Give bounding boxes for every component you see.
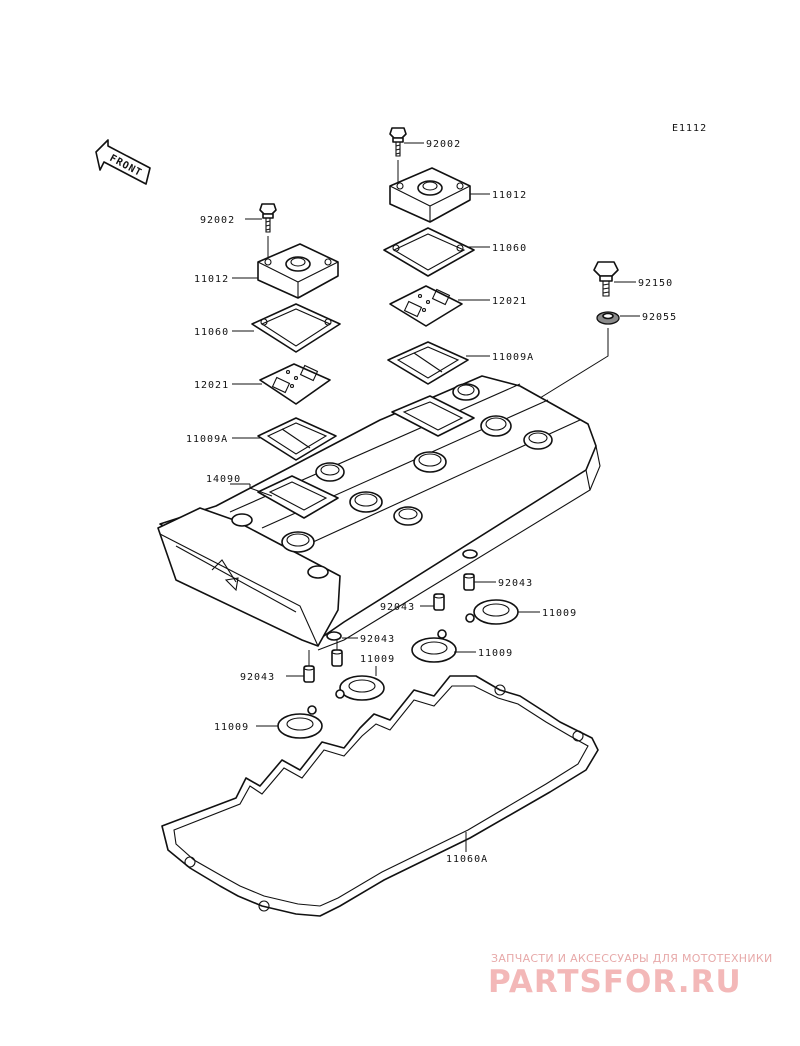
callout-cover-gasket: 11060A xyxy=(446,854,488,865)
gasket-1009a-left-icon xyxy=(257,417,337,461)
washer-92055-icon xyxy=(596,311,620,325)
callout-bolt-right: 92002 xyxy=(426,139,461,150)
cover-left-icon xyxy=(257,243,339,299)
gasket-1009a-right-icon xyxy=(387,341,469,385)
dowel-4-icon xyxy=(303,665,315,683)
plate-left-icon xyxy=(259,363,331,405)
callout-dowel-1: 92043 xyxy=(498,578,533,589)
bolt-92150-icon xyxy=(593,261,619,297)
callout-plate-right: 12021 xyxy=(492,296,527,307)
gasket-right-icon xyxy=(383,227,475,277)
seal-4-icon xyxy=(277,705,323,739)
callout-gasket-left: 11060 xyxy=(194,327,229,338)
callout-gasket-1009a-right: 11009A xyxy=(492,352,534,363)
callout-bolt-92150: 92150 xyxy=(638,278,673,289)
callout-gasket-right: 11060 xyxy=(492,243,527,254)
callout-seal-3: 11009 xyxy=(360,654,395,665)
callout-cover-left: 11012 xyxy=(194,274,229,285)
callout-seal-4: 11009 xyxy=(214,722,249,733)
callout-dowel-2: 92043 xyxy=(380,602,415,613)
bolt-left-icon xyxy=(259,203,277,233)
dowel-3-icon xyxy=(331,649,343,667)
dowel-2-icon xyxy=(433,593,445,611)
seal-3-icon xyxy=(335,675,385,701)
plate-right-icon xyxy=(389,285,463,327)
callout-seal-2: 11009 xyxy=(478,648,513,659)
callout-gasket-1009a-left: 11009A xyxy=(186,434,228,445)
bolt-right-icon xyxy=(389,127,407,157)
callout-plate-left: 12021 xyxy=(194,380,229,391)
callout-cover-right: 11012 xyxy=(492,190,527,201)
callout-seal-1: 11009 xyxy=(542,608,577,619)
cylinder-head-cover-icon xyxy=(157,375,601,651)
callout-bolt-left: 92002 xyxy=(200,215,235,226)
front-arrow-icon: FRONT xyxy=(95,139,151,185)
callout-dowel-3: 92043 xyxy=(360,634,395,645)
dowel-1-icon xyxy=(463,573,475,591)
callout-dowel-4: 92043 xyxy=(240,672,275,683)
seal-1-icon xyxy=(465,599,519,625)
callout-head-cover: 14090 xyxy=(206,474,241,485)
callout-washer-92055: 92055 xyxy=(642,312,677,323)
watermark-subtitle: ЗАПЧАСТИ И АКСЕССУАРЫ ДЛЯ МОТОТЕХНИКИ xyxy=(491,952,773,965)
seal-2-icon xyxy=(411,629,457,663)
watermark-logo: PARTSFOR.RU xyxy=(488,964,742,1000)
diagram-code: E1112 xyxy=(672,123,707,134)
cover-right-icon xyxy=(389,167,471,223)
cover-gasket-icon xyxy=(161,675,599,917)
gasket-left-icon xyxy=(251,303,341,353)
